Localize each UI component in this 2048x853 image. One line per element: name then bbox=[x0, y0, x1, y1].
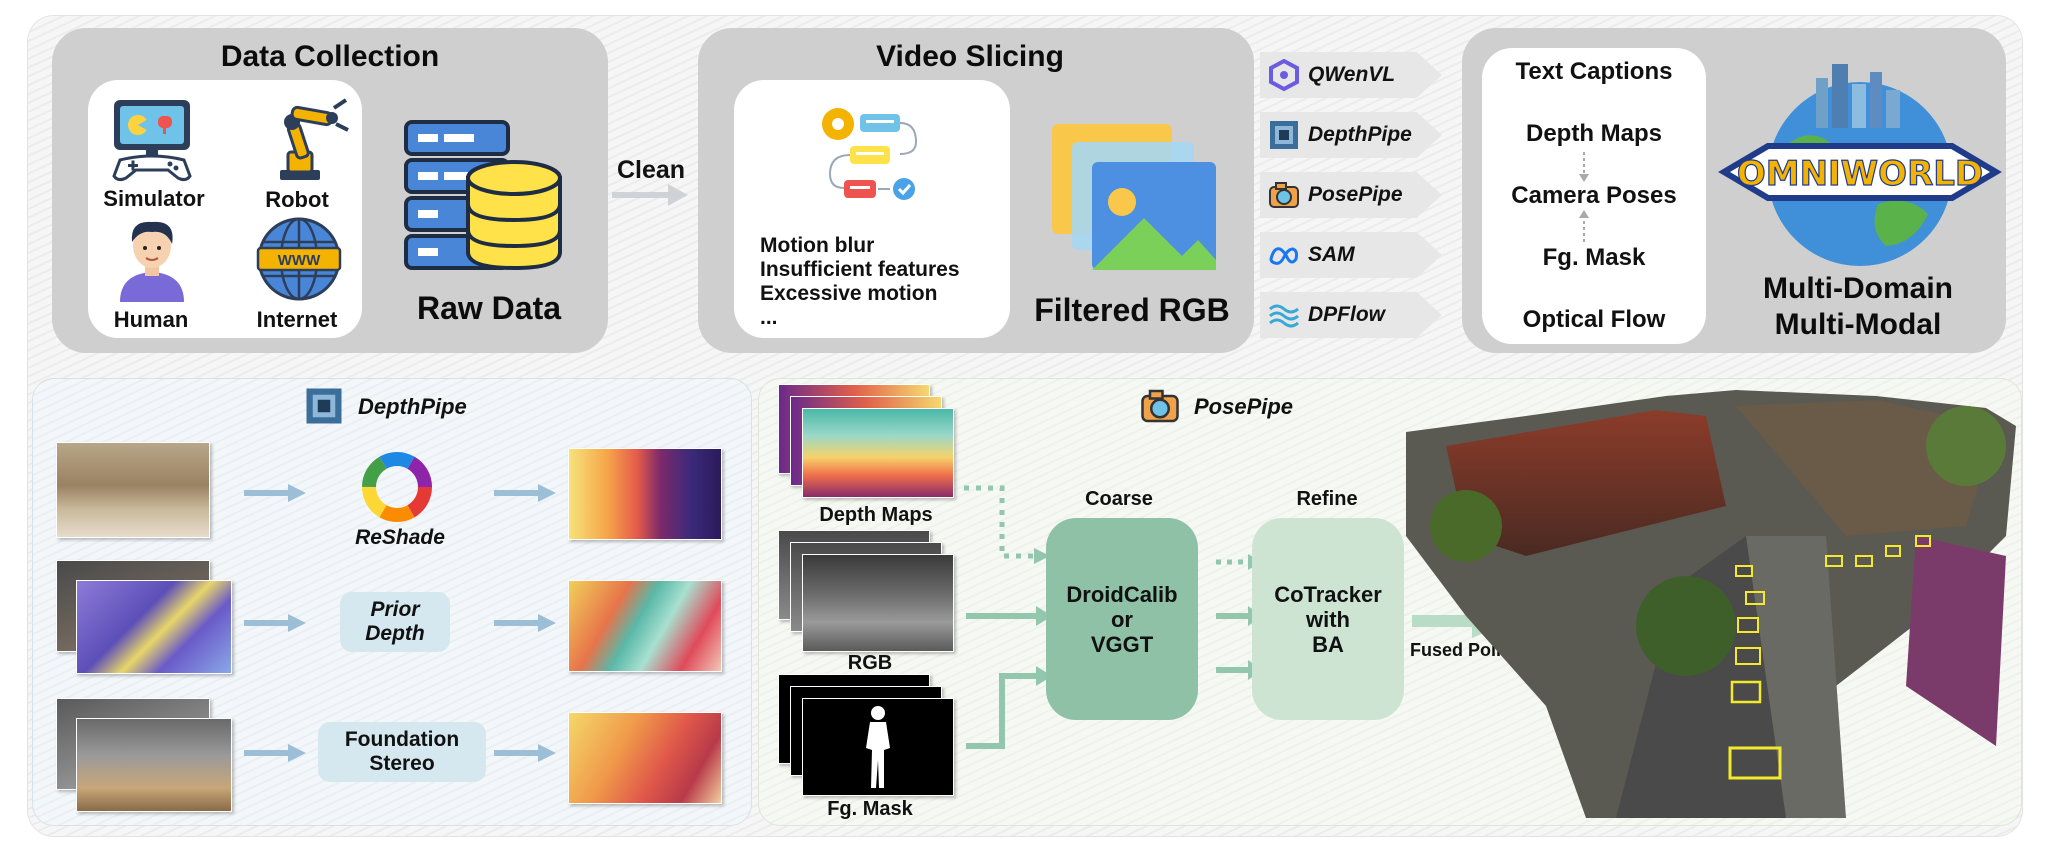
www-badge-text: WWW bbox=[278, 252, 321, 269]
input-frame-seg bbox=[76, 580, 232, 674]
data-collection-title: Data Collection bbox=[220, 40, 440, 73]
source-label-robot: Robot bbox=[265, 187, 329, 212]
coarse-stage: DroidCalib or VGGT bbox=[1046, 518, 1198, 720]
tool-label: QWenVL bbox=[1308, 63, 1396, 86]
modality-depth-maps: Depth Maps bbox=[1525, 120, 1662, 147]
depth-chip-icon bbox=[1270, 121, 1298, 149]
depthpipe-title: DepthPipe bbox=[358, 394, 467, 419]
refine-label: Refine bbox=[1296, 488, 1358, 510]
modality-optical-flow: Optical Flow bbox=[1522, 306, 1666, 333]
depthpipe-chip-icon bbox=[306, 388, 342, 424]
depth-output-3 bbox=[568, 712, 722, 804]
omniworld-globe-logo: OMNIWORLD bbox=[1718, 64, 2002, 266]
tool-label: DepthPipe bbox=[1308, 123, 1412, 146]
camera-icon bbox=[1269, 182, 1299, 208]
tool-label: PosePipe bbox=[1308, 183, 1403, 206]
server-database-icon bbox=[404, 120, 562, 271]
human-avatar-icon bbox=[120, 221, 184, 302]
slicing-criterion-3: Excessive motion bbox=[760, 282, 938, 305]
modality-camera-poses: Camera Poses bbox=[1511, 182, 1677, 209]
clean-label: Clean bbox=[616, 156, 686, 184]
tool-depthpipe: DepthPipe bbox=[1260, 112, 1442, 158]
tagline-multi-domain: Multi-Domain bbox=[1763, 272, 1953, 305]
flow-waves-icon bbox=[1269, 304, 1299, 328]
arrow-right-icon bbox=[244, 484, 306, 502]
method-prior-depth-label: Prior Depth bbox=[365, 598, 425, 645]
pose-input-rgb: RGB bbox=[847, 652, 893, 674]
filtered-images-icon bbox=[1052, 124, 1216, 270]
tool-sam: SAM bbox=[1260, 232, 1442, 278]
input-frame-robot bbox=[76, 718, 232, 812]
depth-output-1 bbox=[568, 448, 722, 540]
raw-data-label: Raw Data bbox=[416, 290, 562, 326]
globe-www-icon: WWW bbox=[256, 217, 342, 301]
modality-text-captions: Text Captions bbox=[1515, 58, 1673, 85]
coarse-label: Coarse bbox=[1085, 488, 1153, 510]
arrow-right-icon bbox=[494, 614, 556, 632]
tool-label: DPFlow bbox=[1308, 303, 1385, 326]
refine-stage: CoTracker with BA bbox=[1252, 518, 1404, 720]
fused-point-cloud-view bbox=[1406, 390, 2016, 818]
method-foundation-stereo-label: Foundation Stereo bbox=[344, 728, 460, 775]
arrow-right-icon bbox=[244, 614, 306, 632]
coarse-method-label: DroidCalib or VGGT bbox=[1066, 581, 1178, 657]
method-reshade: ReShade bbox=[355, 526, 445, 549]
modality-fg-mask: Fg. Mask bbox=[1542, 244, 1646, 271]
refine-method-label: CoTracker with BA bbox=[1274, 581, 1382, 657]
workflow-icon bbox=[822, 108, 918, 200]
tool-qwenvl: QWenVL bbox=[1260, 52, 1442, 98]
slicing-criterion-4: ... bbox=[760, 306, 778, 329]
gamepad-icon bbox=[112, 100, 192, 182]
filtered-rgb-label: Filtered RGB bbox=[1034, 292, 1230, 328]
robot-arm-icon bbox=[280, 98, 349, 180]
pose-input-depth-maps: Depth Maps bbox=[819, 504, 933, 526]
arrow-right-icon bbox=[244, 744, 306, 762]
clean-arrow-icon bbox=[612, 184, 688, 206]
tool-label: SAM bbox=[1308, 243, 1355, 266]
source-label-internet: Internet bbox=[256, 307, 338, 332]
tool-dpflow: DPFlow bbox=[1260, 292, 1442, 338]
pose-input-fg-mask: Fg. Mask bbox=[827, 798, 913, 820]
slicing-criterion-2: Insufficient features bbox=[760, 258, 960, 281]
slicing-criterion-1: Motion blur bbox=[760, 234, 875, 257]
tagline-multi-modal: Multi-Modal bbox=[1774, 308, 1942, 341]
source-label-human: Human bbox=[113, 307, 189, 332]
video-slicing-title: Video Slicing bbox=[876, 40, 1064, 73]
depth-output-2 bbox=[568, 580, 722, 672]
source-label-simulator: Simulator bbox=[103, 186, 205, 211]
tool-posepipe: PosePipe bbox=[1260, 172, 1442, 218]
color-wheel-icon bbox=[362, 452, 432, 522]
omniworld-logo-text: OMNIWORLD bbox=[1737, 154, 1983, 194]
method-prior-depth: Prior Depth bbox=[340, 592, 450, 652]
posepipe-camera-icon bbox=[1141, 389, 1179, 423]
person-silhouette-icon bbox=[866, 706, 890, 788]
depth-map-frame-c bbox=[802, 408, 954, 498]
meta-logo-icon bbox=[1269, 247, 1299, 265]
arrow-right-icon bbox=[494, 484, 556, 502]
arrow-right-icon bbox=[494, 744, 556, 762]
rgb-frame-c bbox=[802, 554, 954, 652]
modalities-card bbox=[1482, 48, 1706, 344]
posepipe-title: PosePipe bbox=[1194, 394, 1294, 419]
method-foundation-stereo: Foundation Stereo bbox=[318, 722, 486, 782]
input-frame-street bbox=[56, 442, 210, 538]
pose-dependency-arrows bbox=[1579, 152, 1589, 242]
qwen-logo-icon bbox=[1269, 59, 1299, 91]
